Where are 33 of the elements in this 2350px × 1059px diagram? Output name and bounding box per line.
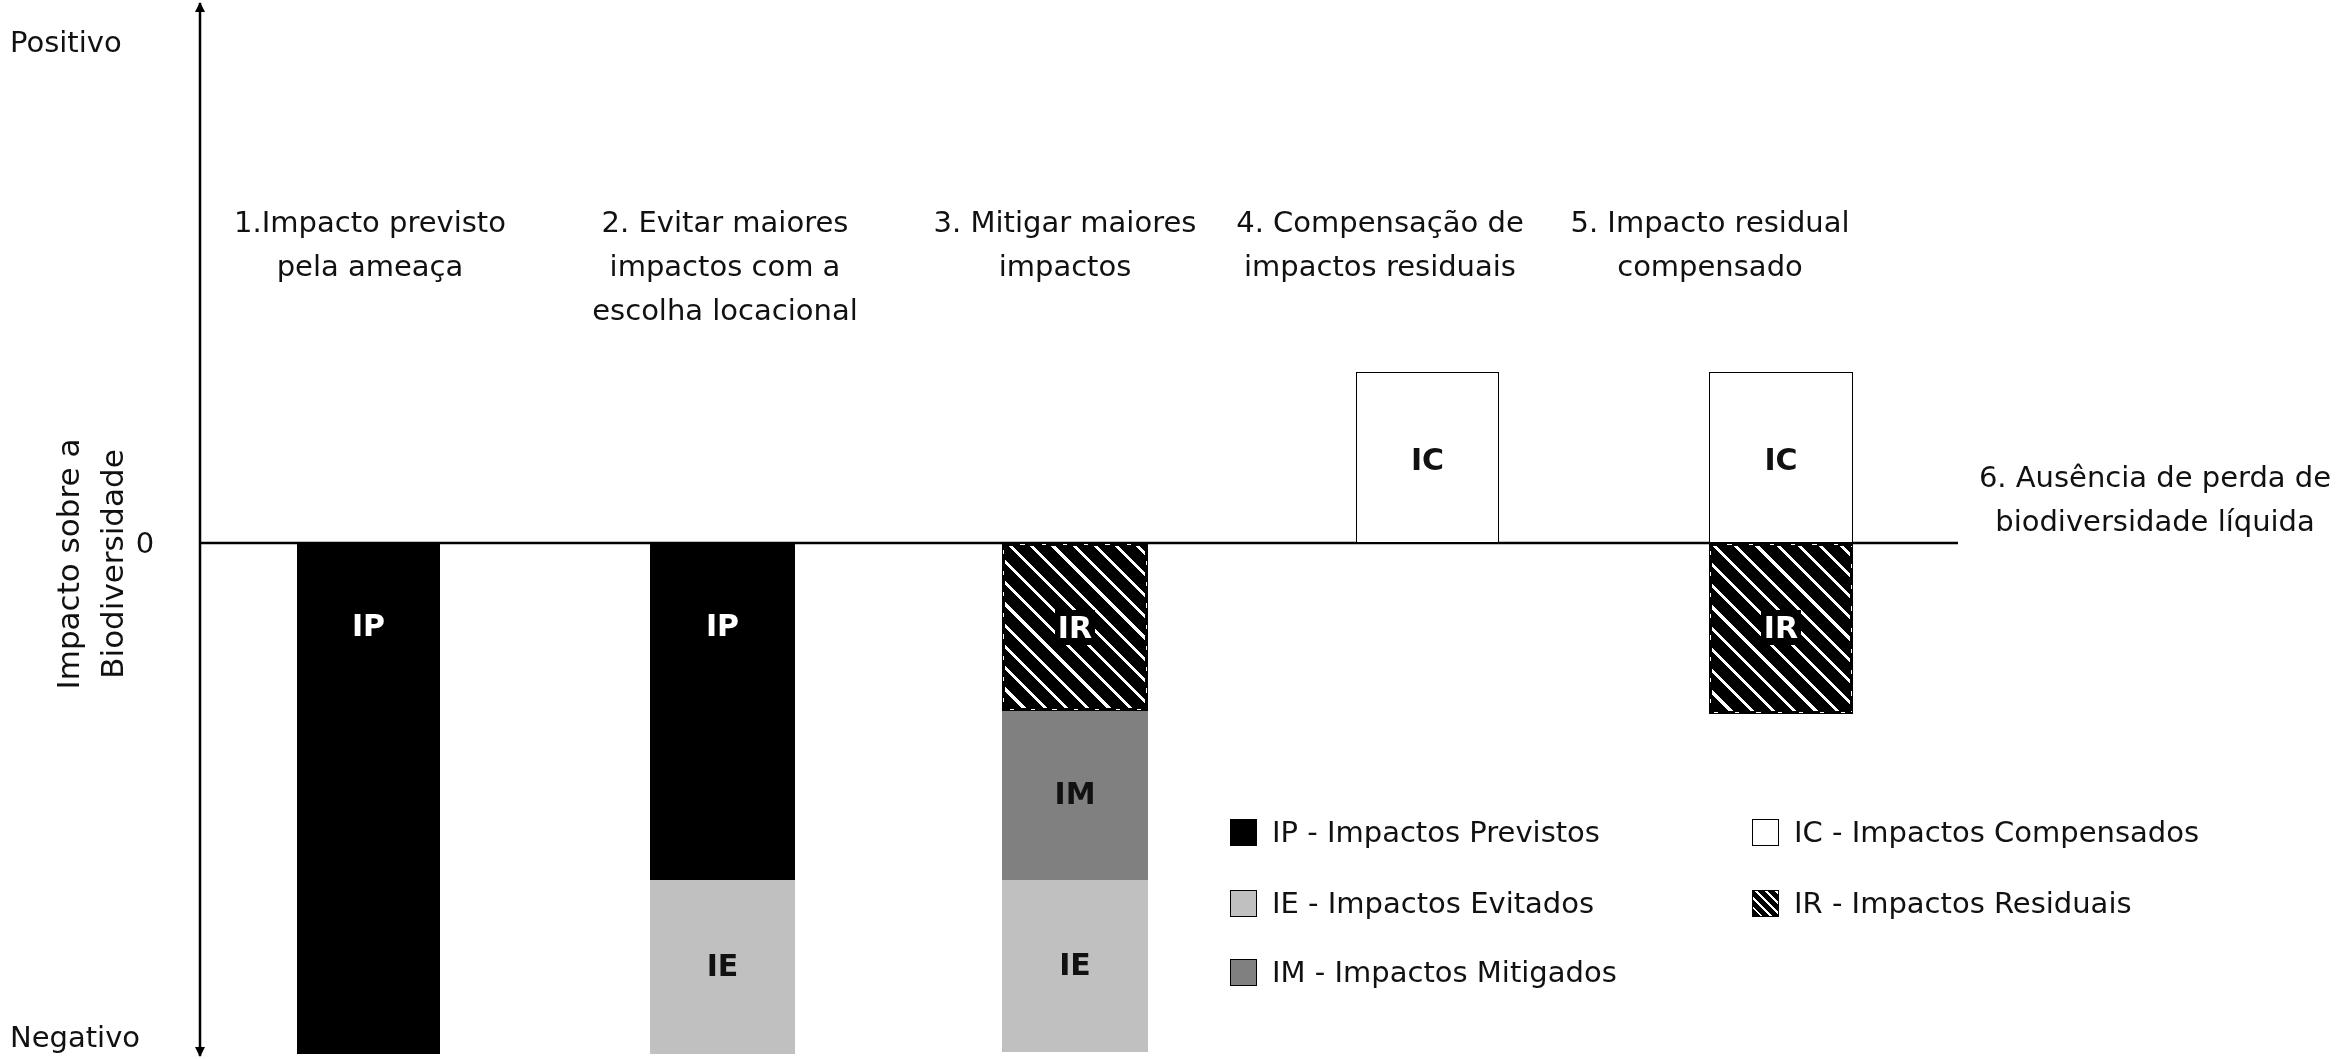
legend-text: IM - Impactos Mitigados — [1272, 955, 1617, 989]
bar-label: IP — [350, 608, 387, 643]
legend-text: IP - Impactos Previstos — [1272, 815, 1600, 849]
bar-label: IE — [705, 948, 740, 983]
bar-segment — [1356, 372, 1499, 543]
bar-segment — [1002, 711, 1148, 880]
column-heading: 1.Impacto previsto pela ameaça — [233, 204, 507, 285]
bar-label: IC — [1409, 442, 1446, 477]
column-heading: 2. Evitar maiores impactos com a escolha locacional — [591, 204, 859, 329]
bar-label: IR — [1760, 610, 1802, 645]
column-heading: 4. Compensação de impactos residuais — [1235, 204, 1525, 285]
bar-segment — [1002, 880, 1148, 1052]
bar-segment — [1002, 543, 1148, 711]
bar-segment — [297, 543, 440, 1054]
legend-text: IE - Impactos Evitados — [1272, 886, 1595, 920]
bar-label: IM — [1053, 776, 1097, 811]
legend-text: IR - Impactos Residuais — [1794, 886, 2132, 920]
bar-segment — [650, 543, 795, 880]
column-heading: 3. Mitigar maiores impactos — [932, 204, 1198, 285]
axis-label: Positivo — [10, 24, 122, 61]
legend-text: IC - Impactos Compensados — [1794, 815, 2200, 849]
bar-label: IP — [704, 608, 741, 643]
bar-segment — [1709, 372, 1853, 543]
bar-label: IC — [1763, 442, 1799, 477]
bar-segment — [1709, 543, 1853, 714]
bar-segment — [650, 880, 795, 1054]
column-heading: 5. Impacto residual compensado — [1569, 204, 1851, 285]
outcome-label: 6. Ausência de perda de biodiversidade líquida — [1977, 459, 2333, 540]
axis-title: Impacto sobre a Biodiversidade — [49, 437, 131, 692]
bar-label: IE — [1058, 947, 1092, 982]
bar-label: IR — [1054, 610, 1096, 645]
tick-label: 0 — [134, 525, 156, 562]
axis-label: Negativo — [10, 1019, 141, 1056]
